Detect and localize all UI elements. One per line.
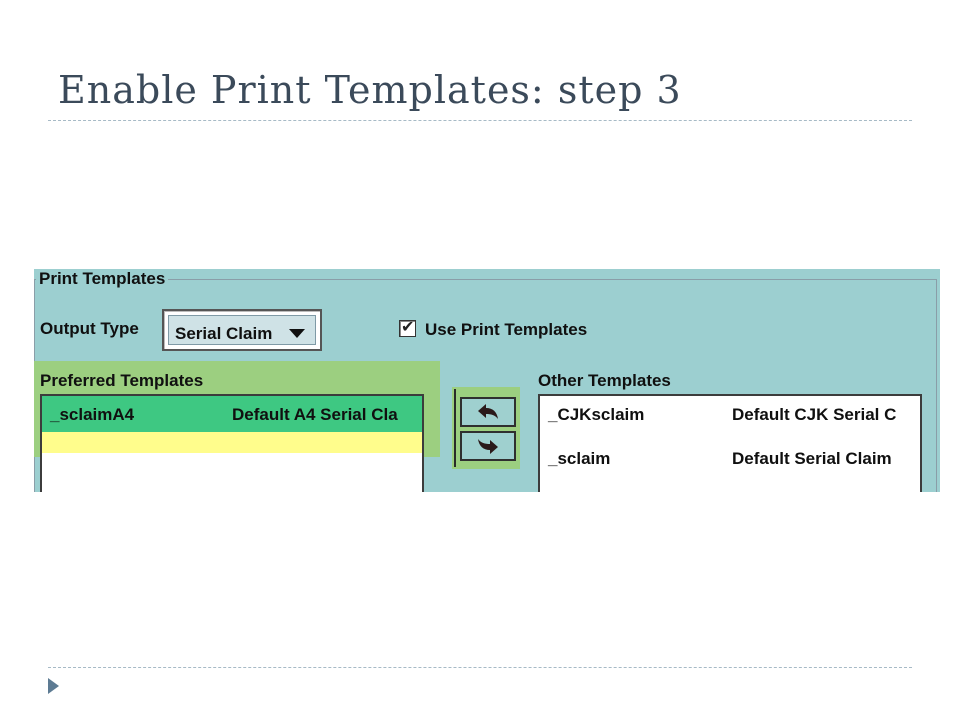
print-templates-dialog: Print Templates Output Type Serial Claim… [34, 269, 940, 492]
other-templates-list[interactable]: _CJKsclaim Default CJK Serial C _sclaim … [538, 394, 922, 492]
list-item[interactable]: _sclaim Default Serial Claim [540, 440, 920, 476]
template-name: _sclaim [548, 449, 611, 468]
group-title: Print Templates [36, 269, 169, 289]
chevron-down-icon[interactable] [289, 329, 305, 338]
slide-title: Enable Print Templates: step 3 [58, 68, 682, 112]
curved-arrow-left-icon [478, 404, 498, 419]
preferred-templates-list[interactable]: _sclaimA4 Default A4 Serial Cla [40, 394, 424, 492]
template-description: Default A4 Serial Cla [232, 405, 398, 424]
move-to-preferred-button[interactable] [460, 397, 516, 427]
list-item[interactable]: _CJKsclaim Default CJK Serial C [540, 396, 920, 432]
title-divider [48, 120, 912, 121]
template-description: Default CJK Serial C [732, 405, 897, 424]
other-templates-label: Other Templates [538, 371, 671, 390]
output-type-value: Serial Claim [175, 324, 273, 343]
template-description: Default Serial Claim [732, 449, 892, 468]
output-type-dropdown[interactable]: Serial Claim [162, 309, 322, 351]
template-name: _CJKsclaim [548, 405, 645, 424]
footer-divider [48, 667, 912, 668]
bullet-triangle-icon [48, 678, 59, 694]
checkmark-icon: ✔ [401, 319, 415, 336]
divider [454, 389, 456, 467]
output-type-dropdown-field[interactable]: Serial Claim [168, 315, 316, 345]
output-type-label: Output Type [40, 319, 139, 338]
use-print-templates-label: Use Print Templates [425, 320, 588, 339]
preferred-templates-label: Preferred Templates [40, 371, 204, 390]
template-name: _sclaimA4 [50, 405, 135, 424]
list-item[interactable]: _sclaimA4 Default A4 Serial Cla [42, 396, 422, 432]
use-print-templates-checkbox[interactable]: ✔ [399, 319, 416, 337]
curved-arrow-right-icon [478, 439, 498, 454]
move-to-other-button[interactable] [460, 431, 516, 461]
highlight-row [42, 432, 422, 453]
